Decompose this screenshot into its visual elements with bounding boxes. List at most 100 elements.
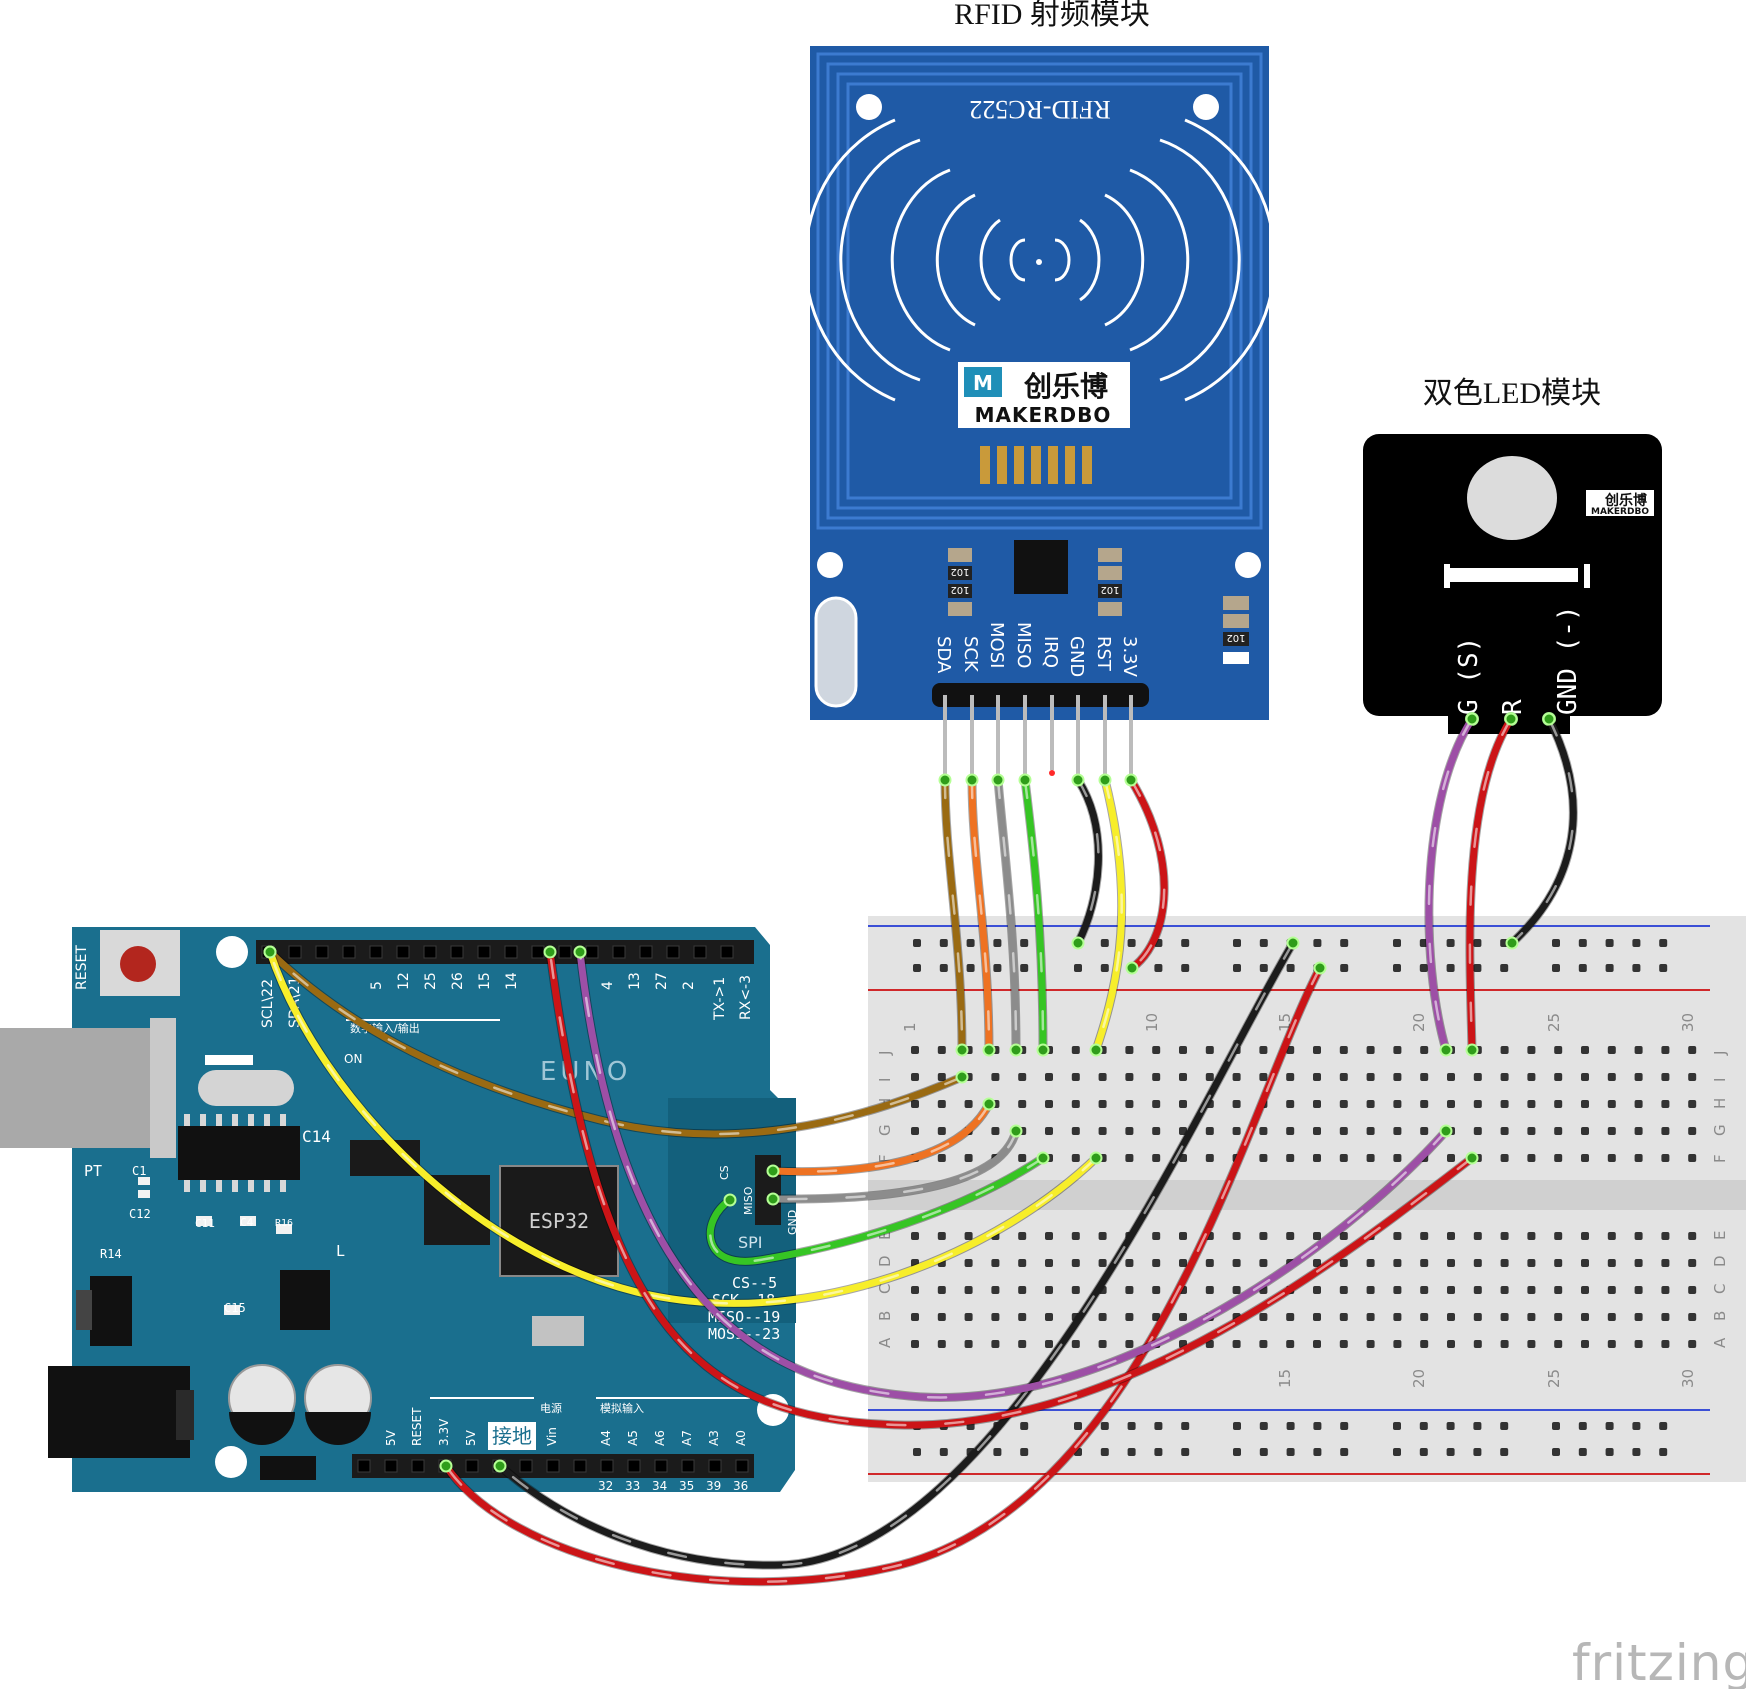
- breadboard-hole: [937, 1046, 946, 1054]
- breadboard-hole: [1205, 1073, 1214, 1081]
- svg-text:D: D: [876, 1255, 894, 1267]
- rail-hole: [1127, 939, 1136, 947]
- breadboard-hole: [1071, 1259, 1080, 1267]
- breadboard-hole: [1179, 1259, 1187, 1267]
- svg-text:102: 102: [1100, 584, 1119, 595]
- breadboard-hole: [1313, 1232, 1321, 1240]
- svg-text:30: 30: [1679, 1013, 1697, 1032]
- breadboard-hole: [1661, 1340, 1670, 1348]
- breadboard-hole: [1634, 1073, 1643, 1081]
- svg-text:25: 25: [423, 972, 439, 990]
- header-pin: [627, 1459, 641, 1473]
- header-pin: [693, 945, 707, 959]
- led-pin-labels: G (S) R GND (-): [1454, 605, 1583, 715]
- reset-button-cap[interactable]: [120, 946, 156, 982]
- breadboard-hole: [1688, 1127, 1697, 1135]
- breadboard-row-labels: J I H G F E D C B A J I H G F E D C B A: [876, 1051, 1729, 1348]
- breadboard-hole: [1286, 1046, 1295, 1054]
- breadboard-hole: [937, 1127, 946, 1135]
- svg-text:3.3V: 3.3V: [1119, 636, 1140, 678]
- breadboard-hole: [911, 1046, 919, 1054]
- header-pin: [384, 1459, 398, 1473]
- rail-hole: [1473, 1422, 1482, 1430]
- breadboard-hole: [1393, 1286, 1402, 1294]
- breadboard-hole: [1179, 1232, 1187, 1240]
- svg-text:F: F: [1711, 1154, 1729, 1163]
- crystal: [198, 1070, 294, 1106]
- breadboard-hole: [1473, 1259, 1482, 1267]
- breadboard-hole: [1339, 1073, 1348, 1081]
- breadboard-hole: [1232, 1286, 1241, 1294]
- breadboard-hole: [1688, 1286, 1697, 1294]
- breadboard-hole: [1366, 1073, 1375, 1081]
- svg-text:G: G: [1711, 1124, 1729, 1136]
- breadboard-hole: [1125, 1073, 1134, 1081]
- rfid-mosi-wire: [991, 773, 1023, 1057]
- breadboard-hole: [1098, 1340, 1107, 1348]
- rail-hole: [993, 1448, 1002, 1456]
- rail-hole: [1419, 939, 1428, 947]
- svg-text:15: 15: [477, 972, 493, 990]
- breadboard-hole: [1473, 1127, 1482, 1135]
- breadboard-hole: [1366, 1127, 1375, 1135]
- svg-text:F: F: [876, 1154, 894, 1163]
- header-pin: [654, 1459, 668, 1473]
- svg-text:C: C: [1711, 1284, 1729, 1294]
- breadboard-hole: [1366, 1259, 1375, 1267]
- svg-text:13: 13: [627, 972, 643, 990]
- breadboard-hole: [1152, 1154, 1161, 1162]
- board-name: EUNO: [540, 1057, 631, 1087]
- breadboard-hole: [1661, 1046, 1670, 1054]
- breadboard-hole: [1420, 1046, 1429, 1054]
- rail-hole: [1233, 964, 1241, 972]
- rail-hole: [1552, 1422, 1560, 1430]
- breadboard-hole: [1286, 1232, 1295, 1240]
- breadboard-hole: [1554, 1286, 1563, 1294]
- rail-hole: [1393, 964, 1401, 972]
- breadboard-hole: [1152, 1046, 1161, 1054]
- header-pin: [558, 945, 572, 959]
- rail-hole: [1659, 939, 1668, 947]
- rail-hole: [1605, 1422, 1614, 1430]
- breadboard-hole: [1607, 1340, 1616, 1348]
- header-pin: [411, 1459, 425, 1473]
- breadboard-hole: [1232, 1232, 1241, 1240]
- header-pin: [720, 945, 734, 959]
- vcc-rail-wire: [439, 961, 1327, 1587]
- breadboard-hole: [1581, 1259, 1589, 1267]
- breadboard-hole: [1286, 1073, 1295, 1081]
- svg-text:C: C: [876, 1284, 894, 1294]
- svg-text:TX->1: TX->1: [712, 977, 728, 1021]
- rfid-model-label: RFID-RC522: [969, 95, 1111, 124]
- breadboard-hole: [1259, 1154, 1268, 1162]
- rail-hole: [1100, 939, 1109, 947]
- svg-text:A0: A0: [734, 1430, 748, 1446]
- breadboard-column-labels: 1 10 15 20 25 30 15 20 25 30: [901, 1013, 1697, 1388]
- svg-text:MISO: MISO: [1013, 622, 1034, 668]
- svg-text:35: 35: [679, 1479, 694, 1493]
- breadboard-hole: [1259, 1046, 1268, 1054]
- breadboard-hole: [964, 1259, 973, 1267]
- svg-text:B: B: [876, 1311, 894, 1321]
- comp-label: C15: [224, 1301, 246, 1315]
- svg-text:A7: A7: [680, 1430, 694, 1446]
- breadboard-hole: [911, 1127, 919, 1135]
- rail-hole: [1259, 964, 1268, 972]
- rail-hole: [1100, 964, 1109, 972]
- breadboard-hole: [1179, 1127, 1187, 1135]
- breadboard-hole: [1045, 1259, 1053, 1267]
- breadboard-hole: [1071, 1046, 1080, 1054]
- breadboard-hole: [1205, 1286, 1214, 1294]
- header-pin: [600, 1459, 614, 1473]
- breadboard-hole: [1581, 1313, 1589, 1321]
- svg-text:MISO: MISO: [742, 1186, 755, 1215]
- breadboard-hole: [1581, 1340, 1589, 1348]
- breadboard-hole: [1045, 1286, 1053, 1294]
- svg-text:15: 15: [1276, 1369, 1294, 1388]
- svg-text:SCK: SCK: [960, 636, 981, 673]
- rail-hole: [1020, 1422, 1029, 1430]
- rail-hole: [1419, 1422, 1428, 1430]
- rail-hole: [1127, 1448, 1136, 1456]
- svg-text:A3: A3: [707, 1430, 721, 1446]
- rail-hole: [1578, 1448, 1587, 1456]
